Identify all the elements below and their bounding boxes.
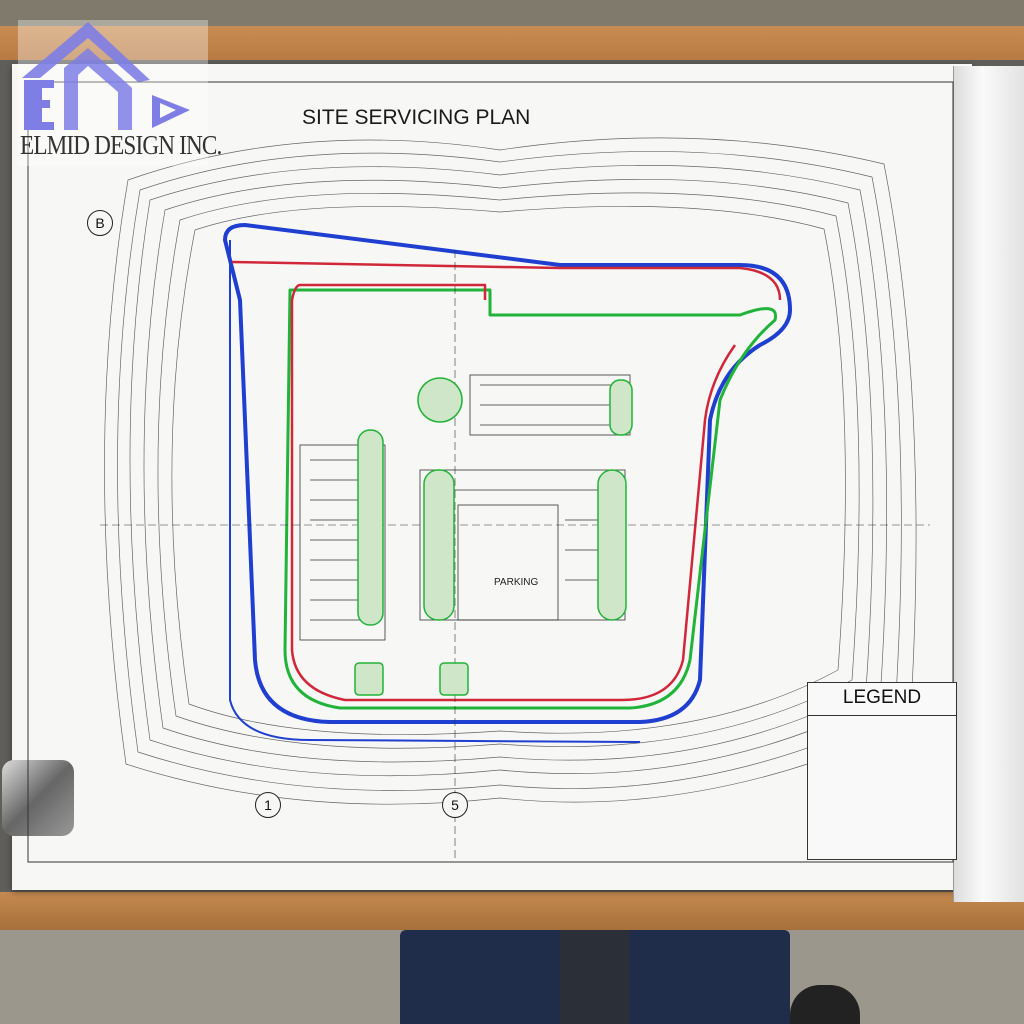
legs-gap [560,930,630,1024]
sanitary-line [231,260,782,702]
water-main [223,223,792,724]
sheet-border [27,81,954,863]
landscape-islands [354,377,633,696]
logo-mark [22,22,190,130]
callout-b: B [87,210,113,236]
company-name: ELMID DESIGN INC. [20,130,222,160]
legend-divider [808,715,956,716]
shoe [790,985,860,1024]
callout-1: 1 [255,792,281,818]
table-edge-bottom [0,892,1024,932]
legend-title: LEGEND [842,687,922,708]
table-edge-top [0,26,1024,62]
callout-5: 5 [442,792,468,818]
service-lines [223,223,792,743]
paper-weight [2,760,74,836]
secondary-water [229,240,641,743]
background-wall [0,0,1024,28]
storm-line [283,288,778,710]
sheet-title: SITE SERVICING PLAN [302,106,531,129]
company-logo-panel [18,20,208,166]
parking-layout [100,250,930,860]
parking-label: PARKING [494,577,539,588]
legend-box: LEGEND [807,682,957,860]
